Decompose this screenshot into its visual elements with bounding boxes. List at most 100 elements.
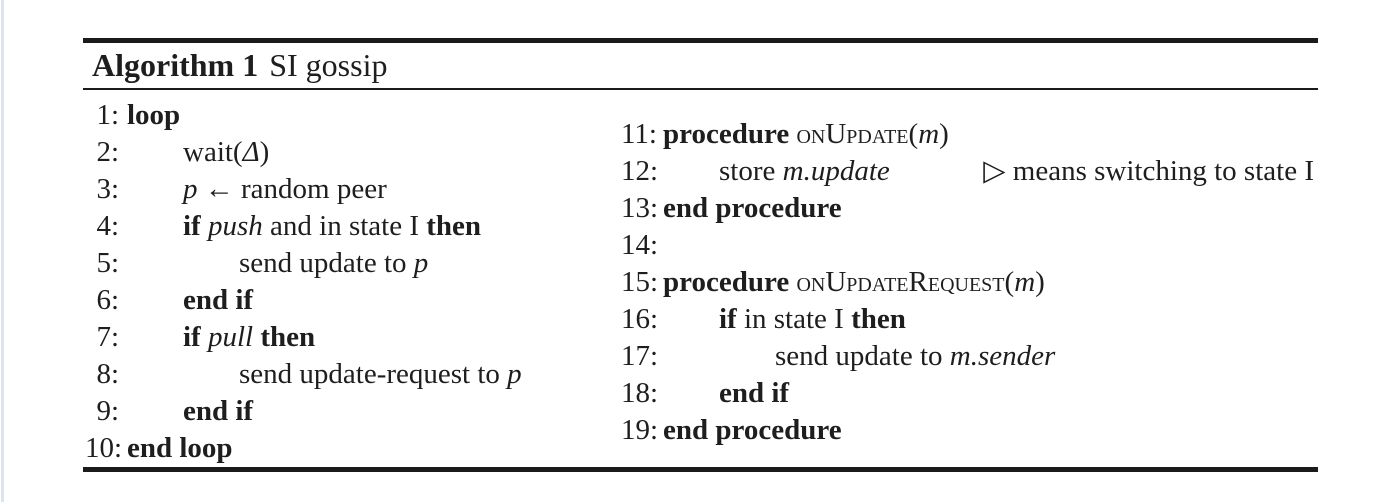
code-line-14: 14: <box>621 227 1318 264</box>
statement: end if <box>127 282 253 319</box>
statement: send update-request to p <box>127 356 522 393</box>
code-segment: procedure <box>663 266 797 298</box>
code-segment: end procedure <box>663 192 842 224</box>
statement: store m.update <box>663 153 890 190</box>
code-segment: p <box>183 173 198 205</box>
code-segment: if <box>719 303 744 335</box>
line-number: 2: <box>96 136 119 168</box>
page-edge-line <box>1 0 4 502</box>
code-segment: end procedure <box>663 414 842 446</box>
code-line-15: 15:procedure onUpdateRequest(m) <box>621 264 1318 301</box>
code-segment: ← random peer <box>197 173 387 205</box>
code-line-8: 8:send update-request to p <box>85 356 621 393</box>
header-rule <box>83 88 1318 90</box>
statement: if in state I then <box>663 301 906 338</box>
statement: if pull then <box>127 319 315 356</box>
code-segment: end if <box>719 377 790 409</box>
code-line-19: 19:end procedure <box>621 412 1318 449</box>
code-line-17: 17:send update to m.sender <box>621 338 1318 375</box>
line-number: 4: <box>96 210 119 242</box>
code-line-7: 7:if pull then <box>85 319 621 356</box>
code-segment: end loop <box>127 432 233 464</box>
statement: end if <box>127 393 253 430</box>
code-segment: loop <box>127 99 181 131</box>
code-segment: in state I <box>743 303 852 335</box>
code-segment: onUpdate <box>796 118 909 150</box>
code-line-6: 6: end if <box>85 282 621 319</box>
code-segment: end if <box>183 284 254 316</box>
code-segment: ( <box>908 118 919 150</box>
line-number: 14: <box>621 229 659 261</box>
line-number: 18: <box>621 377 659 409</box>
code-segment: then <box>260 321 316 353</box>
line-number: 3: <box>96 173 119 205</box>
bottom-rule <box>83 467 1318 472</box>
code-segment: pull <box>207 321 254 353</box>
line-number: 6: <box>96 284 119 316</box>
code-line-18: 18: end if <box>621 375 1318 412</box>
code-segment: if <box>183 321 208 353</box>
top-rule <box>83 38 1318 43</box>
statement: if push and in state I then <box>127 208 481 245</box>
statement: procedure onUpdate(m) <box>663 116 949 153</box>
statement: wait(Δ) <box>127 134 269 171</box>
code-line-4: 4:if push and in state I then <box>85 208 621 245</box>
code-segment: m <box>918 118 940 150</box>
line-number: 8: <box>96 358 119 390</box>
statement: send update to p <box>127 245 428 282</box>
code-line-16: 16:if in state I then <box>621 301 1318 338</box>
code-segment: then <box>851 303 906 335</box>
line-number: 16: <box>621 303 659 335</box>
code-segment: send update-request to <box>239 358 508 390</box>
code-segment: and in state I <box>262 210 427 242</box>
code-segment: end if <box>183 395 254 427</box>
statement: procedure onUpdateRequest(m) <box>663 264 1045 301</box>
statement: end procedure <box>663 190 842 227</box>
code-line-11: 11:procedure onUpdate(m) <box>621 116 1318 153</box>
code-segment: send update to <box>775 340 950 372</box>
code-segment: ) <box>259 136 270 168</box>
code-segment: m <box>1014 266 1036 298</box>
line-number: 12: <box>621 155 659 187</box>
statement: send update to m.sender <box>663 338 1055 375</box>
code-segment: m.sender <box>949 340 1056 372</box>
code-segment: procedure <box>663 118 797 150</box>
statement: loop <box>127 97 180 134</box>
algorithm-title: SI gossip <box>269 47 388 83</box>
code-line-3: 3:p ← random peer <box>85 171 621 208</box>
code-segment: send update to <box>239 247 414 279</box>
inline-comment: ▷ means switching to state I <box>983 155 1314 187</box>
statement: p ← random peer <box>127 171 387 208</box>
code-segment: p <box>507 358 522 390</box>
line-number: 9: <box>96 395 119 427</box>
statement: end procedure <box>663 412 842 449</box>
code-segment: onUpdateRequest <box>796 266 1005 298</box>
line-number: 13: <box>621 192 659 224</box>
code-segment: store <box>719 155 783 187</box>
algorithm-label: Algorithm 1 <box>92 47 259 83</box>
code-line-5: 5:send update to p <box>85 245 621 282</box>
line-number: 11: <box>621 118 657 150</box>
code-segment: wait( <box>183 136 243 168</box>
code-segment: ( <box>1004 266 1015 298</box>
code-line-12: 12:store m.update▷ means switching to st… <box>621 153 1318 190</box>
code-column-right: 11:procedure onUpdate(m)12:store m.updat… <box>621 97 1318 467</box>
algorithm-header: Algorithm 1 SI gossip <box>83 43 1318 88</box>
statement: end if <box>663 375 789 412</box>
code-segment: ) <box>1035 266 1045 298</box>
line-number: 5: <box>96 247 119 279</box>
code-line-9: 9: end if <box>85 393 621 430</box>
line-number: 1: <box>96 99 119 131</box>
line-number: 17: <box>621 340 659 372</box>
code-segment: p <box>413 247 429 279</box>
code-line-10: 10:end loop <box>85 430 621 467</box>
line-number: 7: <box>96 321 119 353</box>
code-line-1: 1:loop <box>85 97 621 134</box>
code-segment: Δ <box>242 136 260 168</box>
code-segment: m.update <box>782 155 890 187</box>
code-line-2: 2:wait(Δ) <box>85 134 621 171</box>
